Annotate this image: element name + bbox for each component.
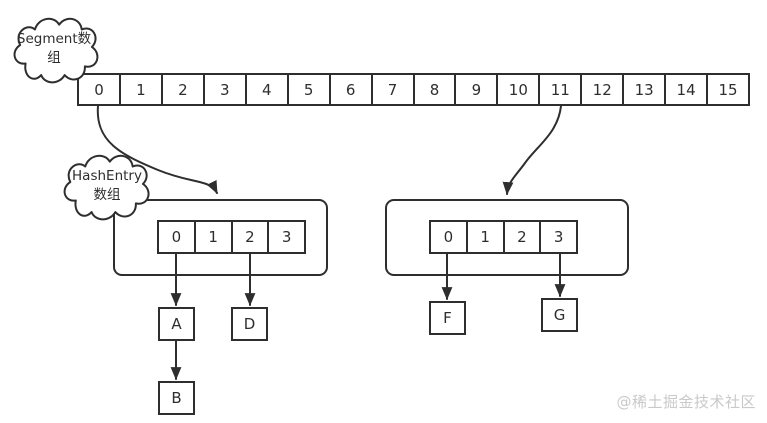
segment-cloud-label: Segment数 组 [16,31,92,66]
segment-cell-14: 14 [666,75,709,104]
watermark: @稀土掘金技术社区 [616,393,756,411]
node-d: D [231,307,268,341]
hashentry-left-cell-2: 2 [233,222,270,252]
node-g: G [541,298,578,332]
node-f: F [429,301,466,335]
segment-cell-4: 4 [247,75,289,104]
segment-cell-10: 10 [498,75,541,104]
hashentry-cloud-label: HashEntry 数组 [72,168,142,203]
hashentry-array-right: 0 1 2 3 [429,220,578,254]
hashentry-left-cell-1: 1 [196,222,233,252]
segment-cell-12: 12 [582,75,625,104]
segment-cell-7: 7 [373,75,415,104]
hashentry-left-cell-0: 0 [159,222,196,252]
hashentry-array-left: 0 1 2 3 [157,220,306,254]
segment-cell-11: 11 [540,75,583,104]
node-a: A [158,307,195,341]
segment-cell-9: 9 [456,75,499,104]
segment-array: 0 1 2 3 4 5 6 7 8 9 10 11 12 13 14 15 [77,73,750,106]
segment-cell-5: 5 [289,75,331,104]
segment-cell-13: 13 [624,75,667,104]
hashentry-right-cell-2: 2 [505,222,542,252]
hashentry-right-cell-3: 3 [553,228,564,246]
segment-cell-3: 3 [205,75,247,104]
node-b: B [158,381,195,415]
arrow-segment11-to-right-bucket [502,105,562,196]
segment-cell-1: 1 [121,75,163,104]
segment-cell-8: 8 [415,75,457,104]
segment-cell-2: 2 [163,75,205,104]
hashentry-left-cell-3: 3 [281,228,292,246]
segment-cell-6: 6 [331,75,373,104]
segment-cell-0: 0 [79,75,121,104]
hashentry-right-cell-1: 1 [468,222,505,252]
segment-cell-15: 15 [718,80,738,99]
hashentry-right-cell-0: 0 [431,222,468,252]
